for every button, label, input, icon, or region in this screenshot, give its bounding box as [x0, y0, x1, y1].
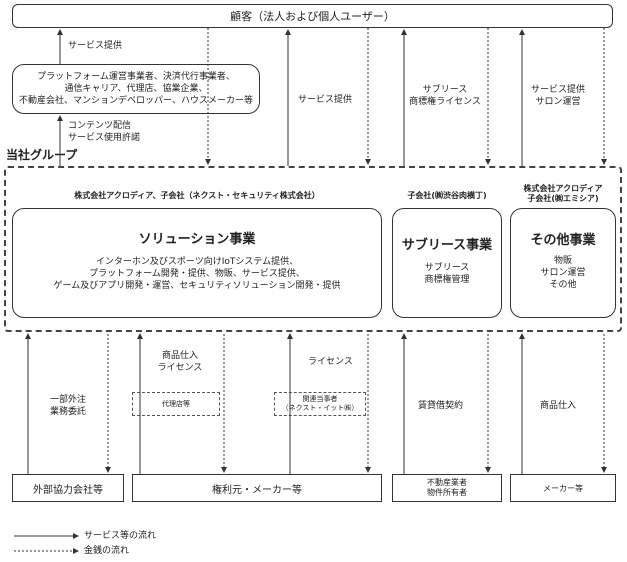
other-desc-3: その他 — [549, 280, 577, 290]
related-party-box: 関連当事者 （ネクスト・イット㈱） — [274, 392, 366, 416]
realestate-label-2: 物件所有者 — [427, 488, 467, 497]
group-frame — [4, 166, 622, 332]
solution-title: ソリューション事業 — [138, 232, 256, 247]
label-service-salon-2: サロン運営 — [535, 97, 581, 107]
legend-money-label: 金銭の流れ — [84, 546, 130, 556]
outsource-label: 外部協力会社等 — [33, 484, 103, 496]
company-other-1: 株式会社アクロディア — [523, 184, 603, 193]
label-service-provide-left: サービス提供 — [68, 41, 123, 51]
agency-box: 代理店等 — [132, 392, 220, 416]
customer-label: 顧客（法人および個人ユーザー） — [230, 10, 395, 23]
solution-desc-3: ゲーム及びアプリ開発・運営、セキュリティソリューション開発・提供 — [53, 281, 341, 291]
solution-desc-1: インターホン及びスポーツ向けIoTシステム提供、 — [95, 257, 299, 267]
sublease-desc-1: サブリース — [424, 263, 470, 273]
label-outsourcing-2: 業務委託 — [49, 407, 86, 417]
label-goods-license-1: 商品仕入 — [161, 351, 198, 361]
label-content-delivery-1: コンテンツ配信 — [68, 121, 132, 131]
label-outsourcing-1: 一部外注 — [49, 395, 86, 405]
related-label-2: （ネクスト・イット㈱） — [281, 404, 359, 412]
customer-box: 顧客（法人および個人ユーザー） — [12, 4, 613, 28]
rights-makers-box: 権利元・メーカー等 — [132, 474, 382, 502]
group-label: 当社グループ — [6, 148, 78, 162]
other-title: その他事業 — [530, 233, 596, 248]
rights-label: 権利元・メーカー等 — [212, 484, 302, 496]
label-content-delivery-2: サービス使用許諾 — [68, 133, 141, 143]
label-service-salon-1: サービス提供 — [530, 85, 585, 95]
maker-box: メーカー等 — [510, 474, 616, 502]
label-lease-contract: 賃貸借契約 — [418, 401, 464, 411]
company-other-2: 子会社(㈱エミシア) — [527, 194, 599, 203]
label-license: ライセンス — [308, 357, 353, 367]
label-sublease-1: サブリース — [422, 85, 468, 95]
realestate-box: 不動産業者 物件所有者 — [392, 474, 502, 502]
related-label-1: 関連当事者 — [302, 395, 338, 403]
solution-desc-2: プラットフォーム開発・提供、物販、サービス提供、 — [89, 269, 305, 279]
sublease-title: サブリース事業 — [401, 238, 493, 253]
company-sublease: 子会社(㈱渋谷肉横丁) — [407, 191, 487, 200]
sublease-desc-2: 商標権管理 — [424, 275, 470, 285]
maker-label: メーカー等 — [543, 483, 583, 493]
platform-operators-box: プラットフォーム運営事業者、決済代行事業者、 通信キャリア、代理店、協業企業、 … — [12, 64, 260, 114]
other-desc-2: サロン運営 — [540, 268, 586, 278]
other-desc-1: 物販 — [553, 256, 572, 266]
platform-line-1: プラットフォーム運営事業者、決済代行事業者、 — [37, 72, 235, 82]
label-sublease-2: 商標権ライセンス — [409, 97, 481, 107]
other-business-box: その他事業 物販 サロン運営 その他 — [510, 208, 616, 318]
label-goods-purchase: 商品仕入 — [540, 401, 577, 411]
platform-line-3: 不動産会社、マンションデベロッパー、ハウスメーカー等 — [19, 96, 253, 106]
outsource-partners-box: 外部協力会社等 — [12, 474, 124, 502]
platform-line-2: 通信キャリア、代理店、協業企業、 — [64, 84, 208, 94]
agency-label: 代理店等 — [162, 399, 190, 408]
legend-service-label: サービス等の流れ — [84, 531, 157, 541]
label-goods-license-2: ライセンス — [157, 363, 203, 373]
realestate-label-1: 不動産業者 — [427, 478, 467, 487]
label-service-provide-mid: サービス提供 — [298, 95, 353, 105]
company-solution: 株式会社アクロディア、子会社（ネクスト・セキュリティ株式会社） — [74, 191, 320, 200]
solution-business-box: ソリューション事業 インターホン及びスポーツ向けIoTシステム提供、 プラットフ… — [12, 208, 382, 318]
sublease-business-box: サブリース事業 サブリース 商標権管理 — [392, 208, 502, 318]
